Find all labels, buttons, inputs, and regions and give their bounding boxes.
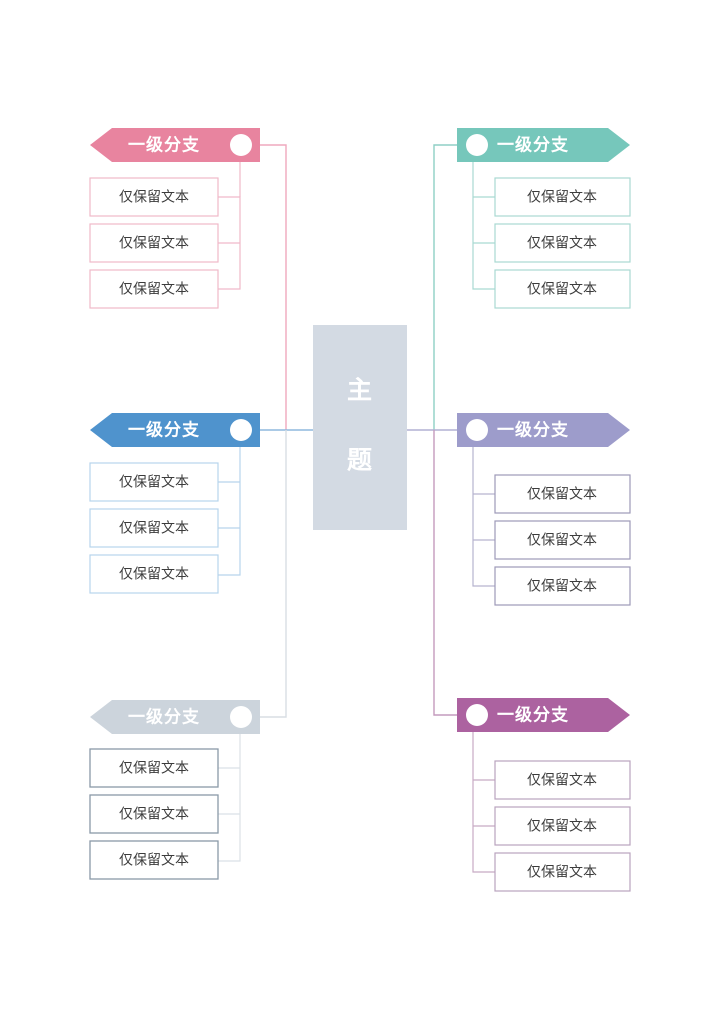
branch-gray-leaf-1[interactable] [89, 748, 219, 788]
branch-purple-leaf-2[interactable] [494, 520, 631, 560]
branch-magenta-label: 一级分支 [497, 704, 569, 724]
branch-magenta-leaf-3-label: 仅保留文本 [527, 864, 597, 880]
branch-blue-leaf-3[interactable] [89, 554, 219, 594]
branch-purple-leaf-3-label: 仅保留文本 [527, 578, 597, 594]
branch-teal-bullet-icon [466, 134, 488, 156]
branch-pink-label: 一级分支 [128, 134, 200, 154]
branch-gray-leaf-1-label: 仅保留文本 [119, 760, 189, 776]
branch-pink[interactable]: 一级分支 仅保留文本 仅保留文本 仅保留文本 [89, 128, 260, 309]
branch-purple-banner[interactable] [457, 413, 630, 447]
branch-gray-leaf-3-label: 仅保留文本 [119, 852, 189, 868]
branch-teal-leaf-2[interactable] [494, 223, 631, 263]
branch-pink-leaf-1-label: 仅保留文本 [119, 189, 189, 205]
center-topic-node[interactable]: 主 题 [313, 325, 407, 530]
branch-teal-leaf-3[interactable] [494, 269, 631, 309]
branch-blue-leaf-1-label: 仅保留文本 [119, 474, 189, 490]
branch-magenta-leaf-1-label: 仅保留文本 [527, 772, 597, 788]
connector-spine-magenta [472, 715, 495, 873]
branch-blue-label: 一级分支 [128, 419, 200, 439]
connector-spine-purple [472, 430, 495, 587]
branch-pink-bullet-icon [230, 134, 252, 156]
branch-teal-leaf-2-label: 仅保留文本 [527, 235, 597, 251]
branch-magenta-leaf-1[interactable] [494, 760, 631, 800]
branch-gray-leaf-3[interactable] [89, 840, 219, 880]
center-topic-label-char-2: 题 [347, 447, 373, 475]
branch-gray[interactable]: 一级分支 仅保留文本 仅保留文本 仅保留文本 [89, 700, 260, 880]
branch-pink-leaf-1[interactable] [89, 177, 219, 217]
branch-blue-leaf-3-label: 仅保留文本 [119, 566, 189, 582]
branch-magenta-leaf-2-label: 仅保留文本 [527, 818, 597, 834]
branch-teal-leaf-3-label: 仅保留文本 [527, 281, 597, 297]
branch-magenta-leaf-2[interactable] [494, 806, 631, 846]
branch-blue-leaf-1[interactable] [89, 462, 219, 502]
connector-trunk-gray [248, 430, 287, 718]
branch-gray-leaf-2-label: 仅保留文本 [119, 806, 189, 822]
connector-trunk-pink [248, 144, 287, 430]
branch-pink-leaf-2[interactable] [89, 223, 219, 263]
branch-purple-leaf-1[interactable] [494, 474, 631, 514]
branch-purple-label: 一级分支 [497, 419, 569, 439]
branch-purple-leaf-1-label: 仅保留文本 [527, 486, 597, 502]
center-topic-label-char-1: 主 [347, 377, 373, 405]
branch-purple-leaf-2-label: 仅保留文本 [527, 532, 597, 548]
branch-blue-leaf-2[interactable] [89, 508, 219, 548]
branch-magenta-bullet-icon [466, 704, 488, 726]
branch-magenta-banner[interactable] [457, 698, 630, 732]
branch-blue-leaf-2-label: 仅保留文本 [119, 520, 189, 536]
branch-teal-label: 一级分支 [497, 134, 569, 154]
connector-spine-teal [472, 145, 495, 290]
branch-gray-label: 一级分支 [128, 706, 200, 726]
branch-purple-leaf-3[interactable] [494, 566, 631, 606]
branch-blue-banner[interactable] [90, 413, 260, 447]
branch-purple-bullet-icon [466, 419, 488, 441]
branch-magenta[interactable]: 一级分支 仅保留文本 仅保留文本 仅保留文本 [457, 698, 631, 892]
branch-pink-banner[interactable] [90, 128, 260, 162]
branch-gray-bullet-icon [230, 706, 252, 728]
connector-spine-blue [218, 430, 241, 576]
branch-pink-leaf-3[interactable] [89, 269, 219, 309]
connector-spine-gray [218, 717, 241, 862]
branch-teal-leaf-1-label: 仅保留文本 [527, 189, 597, 205]
branch-teal-banner[interactable] [457, 128, 630, 162]
branch-purple[interactable]: 一级分支 仅保留文本 仅保留文本 仅保留文本 [457, 413, 631, 606]
branch-gray-leaf-2[interactable] [89, 794, 219, 834]
branch-teal-leaf-1[interactable] [494, 177, 631, 217]
branch-teal[interactable]: 一级分支 仅保留文本 仅保留文本 仅保留文本 [457, 128, 631, 309]
branch-blue[interactable]: 一级分支 仅保留文本 仅保留文本 仅保留文本 [89, 413, 260, 594]
branch-pink-leaf-2-label: 仅保留文本 [119, 235, 189, 251]
branch-pink-leaf-3-label: 仅保留文本 [119, 281, 189, 297]
center-topic-shape [313, 325, 407, 530]
branch-blue-bullet-icon [230, 419, 252, 441]
branch-gray-banner[interactable] [90, 700, 260, 734]
branch-magenta-leaf-3[interactable] [494, 852, 631, 892]
